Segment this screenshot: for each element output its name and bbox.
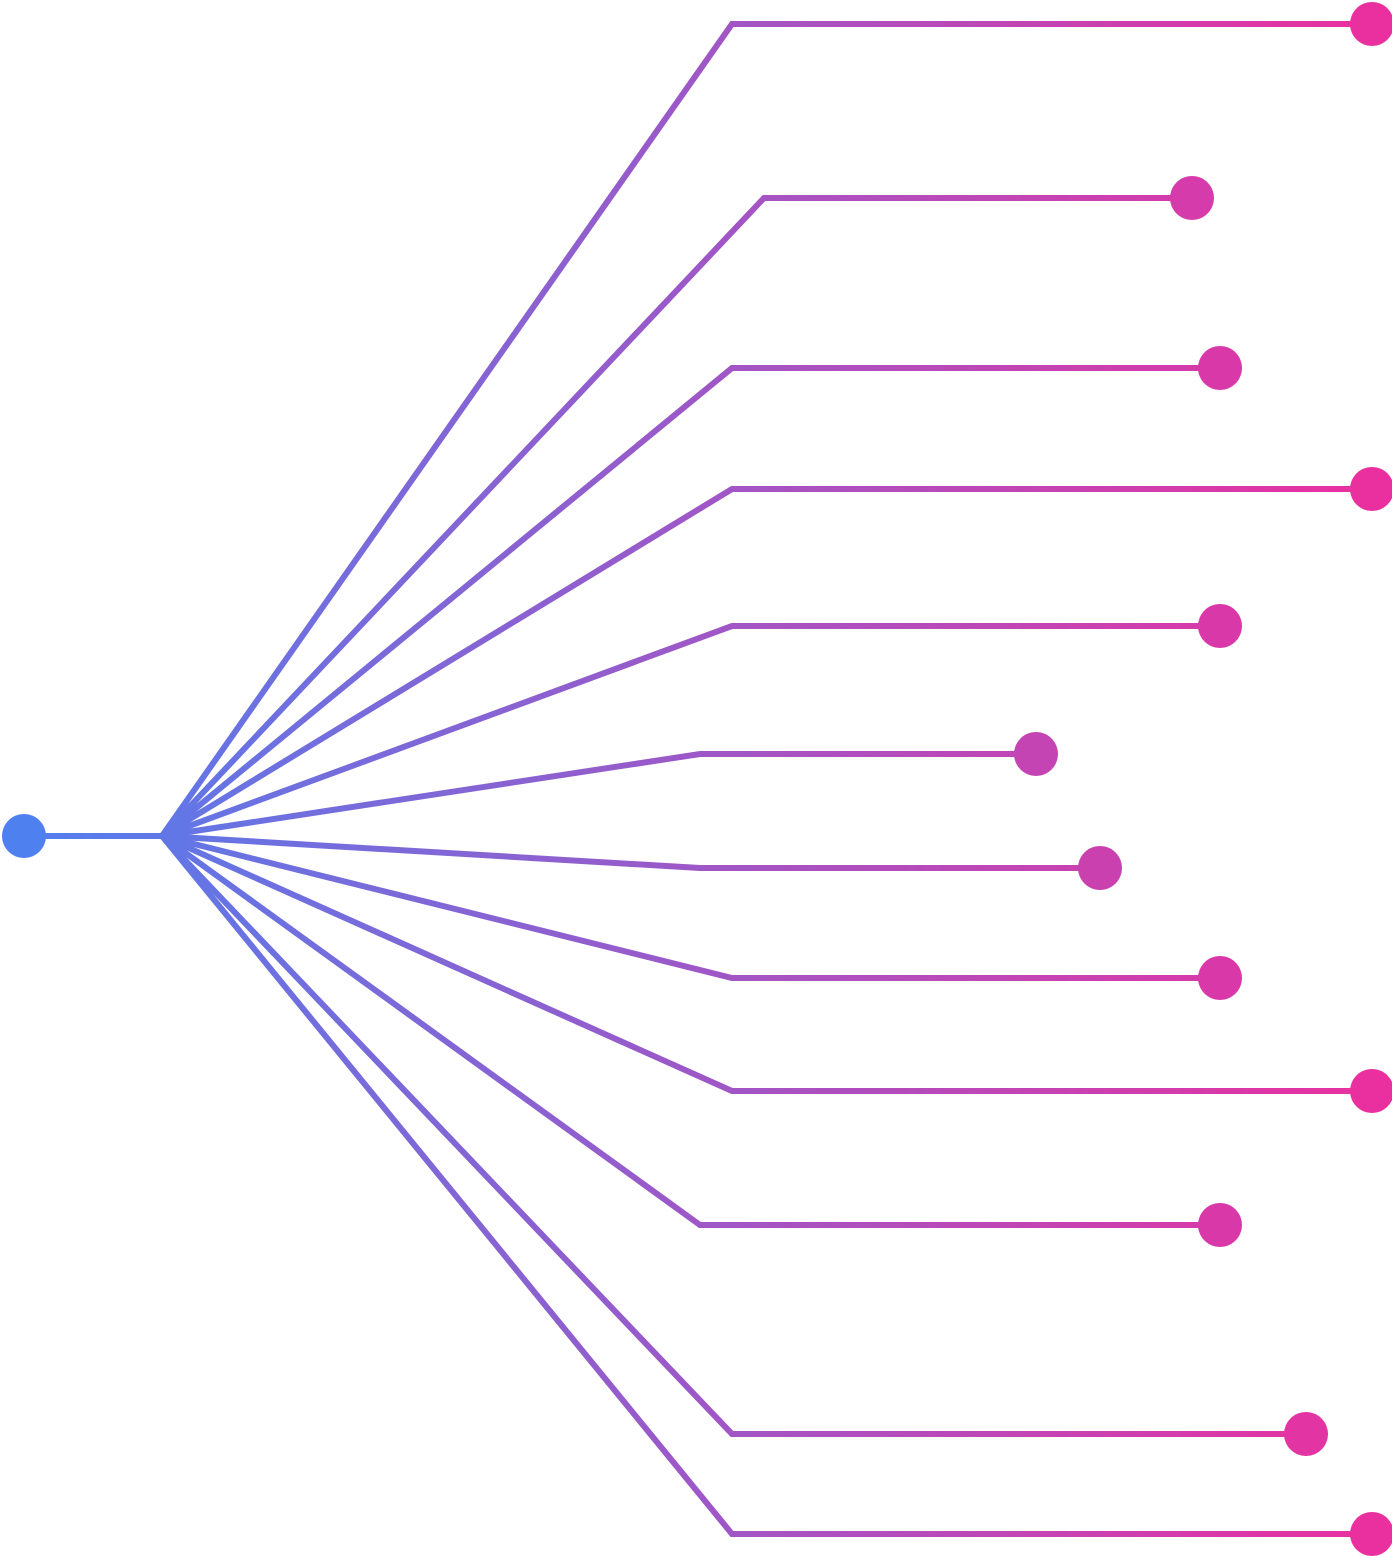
root-node xyxy=(2,814,46,858)
branch-end-node-3 xyxy=(1198,346,1242,390)
branch-line-1 xyxy=(159,21,1372,838)
branch-line-12 xyxy=(159,834,1372,1537)
branch-line-5 xyxy=(160,623,1220,839)
branch-end-node-1 xyxy=(1350,2,1392,46)
branch-end-node-4 xyxy=(1350,467,1392,511)
branch-end-node-6 xyxy=(1014,732,1058,776)
branch-line-6 xyxy=(161,751,1036,839)
branch-line-7 xyxy=(161,833,1100,871)
branch-line-2 xyxy=(159,195,1192,839)
branch-end-node-12 xyxy=(1350,1512,1392,1556)
branch-end-node-10 xyxy=(1198,1203,1242,1247)
branch-line-11 xyxy=(159,833,1306,1437)
branch-end-node-7 xyxy=(1078,846,1122,890)
branch-end-node-8 xyxy=(1198,956,1242,1000)
branch-line-3 xyxy=(160,365,1220,839)
branch-line-10 xyxy=(160,833,1220,1228)
branch-line-9 xyxy=(160,833,1372,1094)
branch-end-node-2 xyxy=(1170,176,1214,220)
branch-end-node-5 xyxy=(1198,604,1242,648)
branch-line-8 xyxy=(161,833,1220,981)
branch-end-node-9 xyxy=(1350,1069,1392,1113)
branch-end-node-11 xyxy=(1284,1412,1328,1456)
branch-line-4 xyxy=(160,486,1372,839)
